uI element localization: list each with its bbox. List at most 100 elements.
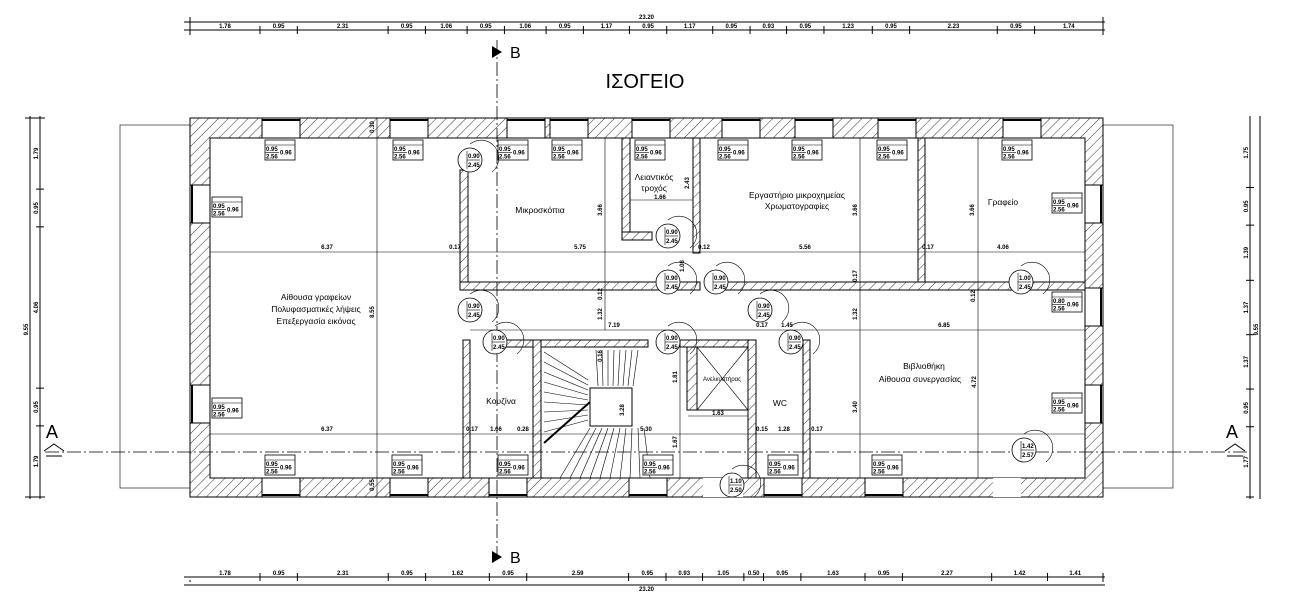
dimension-label: 1.79 (34, 147, 40, 159)
svg-text:0.96: 0.96 (887, 466, 899, 472)
door-tag: 0.902.45 (655, 321, 698, 355)
interior-dimension: 6.85 (938, 323, 950, 329)
dimension-label: 0.95 (401, 24, 413, 30)
staircase (543, 349, 651, 479)
svg-text:1.00: 1.00 (1019, 276, 1031, 282)
room-label-wc: WC (773, 398, 787, 408)
dimension-label: 1.06 (519, 24, 531, 30)
interior-dimension: 0.17 (466, 427, 478, 433)
svg-text:0.96: 0.96 (733, 151, 745, 157)
svg-text:0.90: 0.90 (468, 154, 480, 160)
svg-text:0.90: 0.90 (666, 230, 678, 236)
svg-text:2.56: 2.56 (213, 212, 225, 218)
window-opening (261, 117, 301, 139)
window-tag: 0.952.560.96 (717, 139, 749, 161)
svg-text:0.96: 0.96 (783, 466, 795, 472)
stair-tread (543, 371, 589, 391)
dimension-label: 1.37 (1244, 301, 1250, 313)
svg-text:0.96: 0.96 (1067, 204, 1079, 210)
interior-dimension-lines (210, 118, 1085, 497)
stair-tread (599, 427, 615, 479)
svg-text:2.56: 2.56 (1003, 155, 1015, 161)
svg-text:2.45: 2.45 (714, 285, 726, 291)
svg-text:0.90: 0.90 (758, 304, 770, 310)
dimension-total: 23.20 (639, 15, 655, 21)
dimension-label: 0.95 (1244, 200, 1250, 212)
svg-text:0.95: 0.95 (873, 462, 885, 468)
svg-text:2.45: 2.45 (468, 313, 480, 319)
svg-text:0.95: 0.95 (636, 147, 648, 153)
interior-dimension: 5.30 (640, 427, 652, 433)
dimension-label: 1.78 (219, 571, 231, 577)
interior-dimension: 0.12 (698, 245, 710, 251)
interior-dimension: 1.67 (673, 436, 679, 448)
room-label-elevator: Ανελκυστήρας (703, 376, 741, 383)
right-terrace (1102, 124, 1174, 489)
dimension-label: 0.95 (642, 24, 654, 30)
dimension-label: 1.79 (34, 455, 40, 467)
dimension-label: 0.95 (776, 571, 788, 577)
window-opening (261, 477, 301, 498)
window-opening (1084, 287, 1104, 327)
room-label-office: Γραφείο (988, 197, 1019, 207)
interior-dimension: 4.72 (972, 376, 978, 388)
interior-dimension: 0.12 (598, 288, 604, 300)
dimension-chain-right: 1.750.951.391.371.370.951.779.55 (1244, 116, 1261, 499)
dimension-label: 0.93 (762, 24, 774, 30)
window-opening (1002, 117, 1042, 139)
svg-text:2.50: 2.50 (730, 488, 742, 494)
svg-text:0.95: 0.95 (719, 147, 731, 153)
svg-text:2.45: 2.45 (666, 239, 678, 245)
interior-dimension: 0.55 (370, 479, 376, 491)
stair-tread (632, 349, 639, 387)
svg-text:A: A (1226, 422, 1238, 442)
left-terrace (119, 124, 191, 489)
interior-dimension: 3.28 (620, 404, 626, 416)
svg-text:2.56: 2.56 (644, 470, 656, 476)
interior-dimension: 3.40 (853, 401, 859, 413)
interior-dimension: 1.08 (680, 260, 686, 272)
dimension-label: 1.06 (440, 24, 452, 30)
window-tag: 0.952.560.96 (767, 454, 799, 476)
door-tag: 0.902.45 (457, 139, 500, 173)
svg-text:0.96: 0.96 (1017, 151, 1029, 157)
room-label-lab: Χρωματογραφίες (765, 201, 829, 211)
section-marker-b-top: B (492, 45, 521, 62)
door-tag: 1.422.57 (1011, 429, 1054, 463)
dimension-total: 9.55 (1254, 323, 1260, 335)
interior-dimension: 5.56 (799, 245, 811, 251)
dimension-label: 1.78 (219, 24, 231, 30)
dimension-chain-left: 1.790.954.060.951.799.55 (24, 116, 45, 499)
svg-text:0.95: 0.95 (499, 462, 511, 468)
stair-tread (543, 409, 589, 413)
window-opening (506, 117, 546, 139)
room-label-offices: Αίθουσα γραφείων (281, 292, 351, 302)
dimension-label: 2.59 (572, 571, 584, 577)
room-label-kitchen: Κουζίνα (486, 396, 516, 406)
window-tag: 0.95 2.560.96 (1001, 139, 1033, 161)
interior-dimension: 1.32 (598, 308, 604, 320)
section-marker-a-left: A (43, 422, 65, 457)
dimension-label: 0.95 (885, 24, 897, 30)
svg-text:B: B (510, 45, 521, 62)
door-tag: 0.902.45 (703, 261, 746, 295)
svg-text:0.90: 0.90 (468, 304, 480, 310)
window-tag: 0.952.560.96 (876, 139, 908, 161)
svg-text:0.95: 0.95 (1003, 147, 1015, 153)
dimension-label: 0.95 (502, 571, 514, 577)
svg-text:0.96: 0.96 (1067, 303, 1079, 309)
svg-text:2.56: 2.56 (266, 470, 278, 476)
window-opening (1084, 384, 1104, 424)
svg-text:0.95: 0.95 (213, 405, 225, 411)
window-tag: 0.952.560.96 (264, 454, 296, 476)
window-opening (794, 117, 834, 139)
entrance-opening (993, 478, 1021, 497)
svg-text:0.95: 0.95 (1053, 200, 1065, 206)
interior-dimension: 3.66 (598, 204, 604, 216)
interior-dimension: 1.81 (673, 371, 679, 383)
door-tag: 1.10 2.50 (719, 464, 762, 498)
svg-text:1.10: 1.10 (730, 479, 742, 485)
room-label-grinding: Λειαντικός (635, 172, 674, 182)
svg-text:2.56: 2.56 (1053, 408, 1065, 414)
svg-text:0.96: 0.96 (280, 466, 292, 472)
